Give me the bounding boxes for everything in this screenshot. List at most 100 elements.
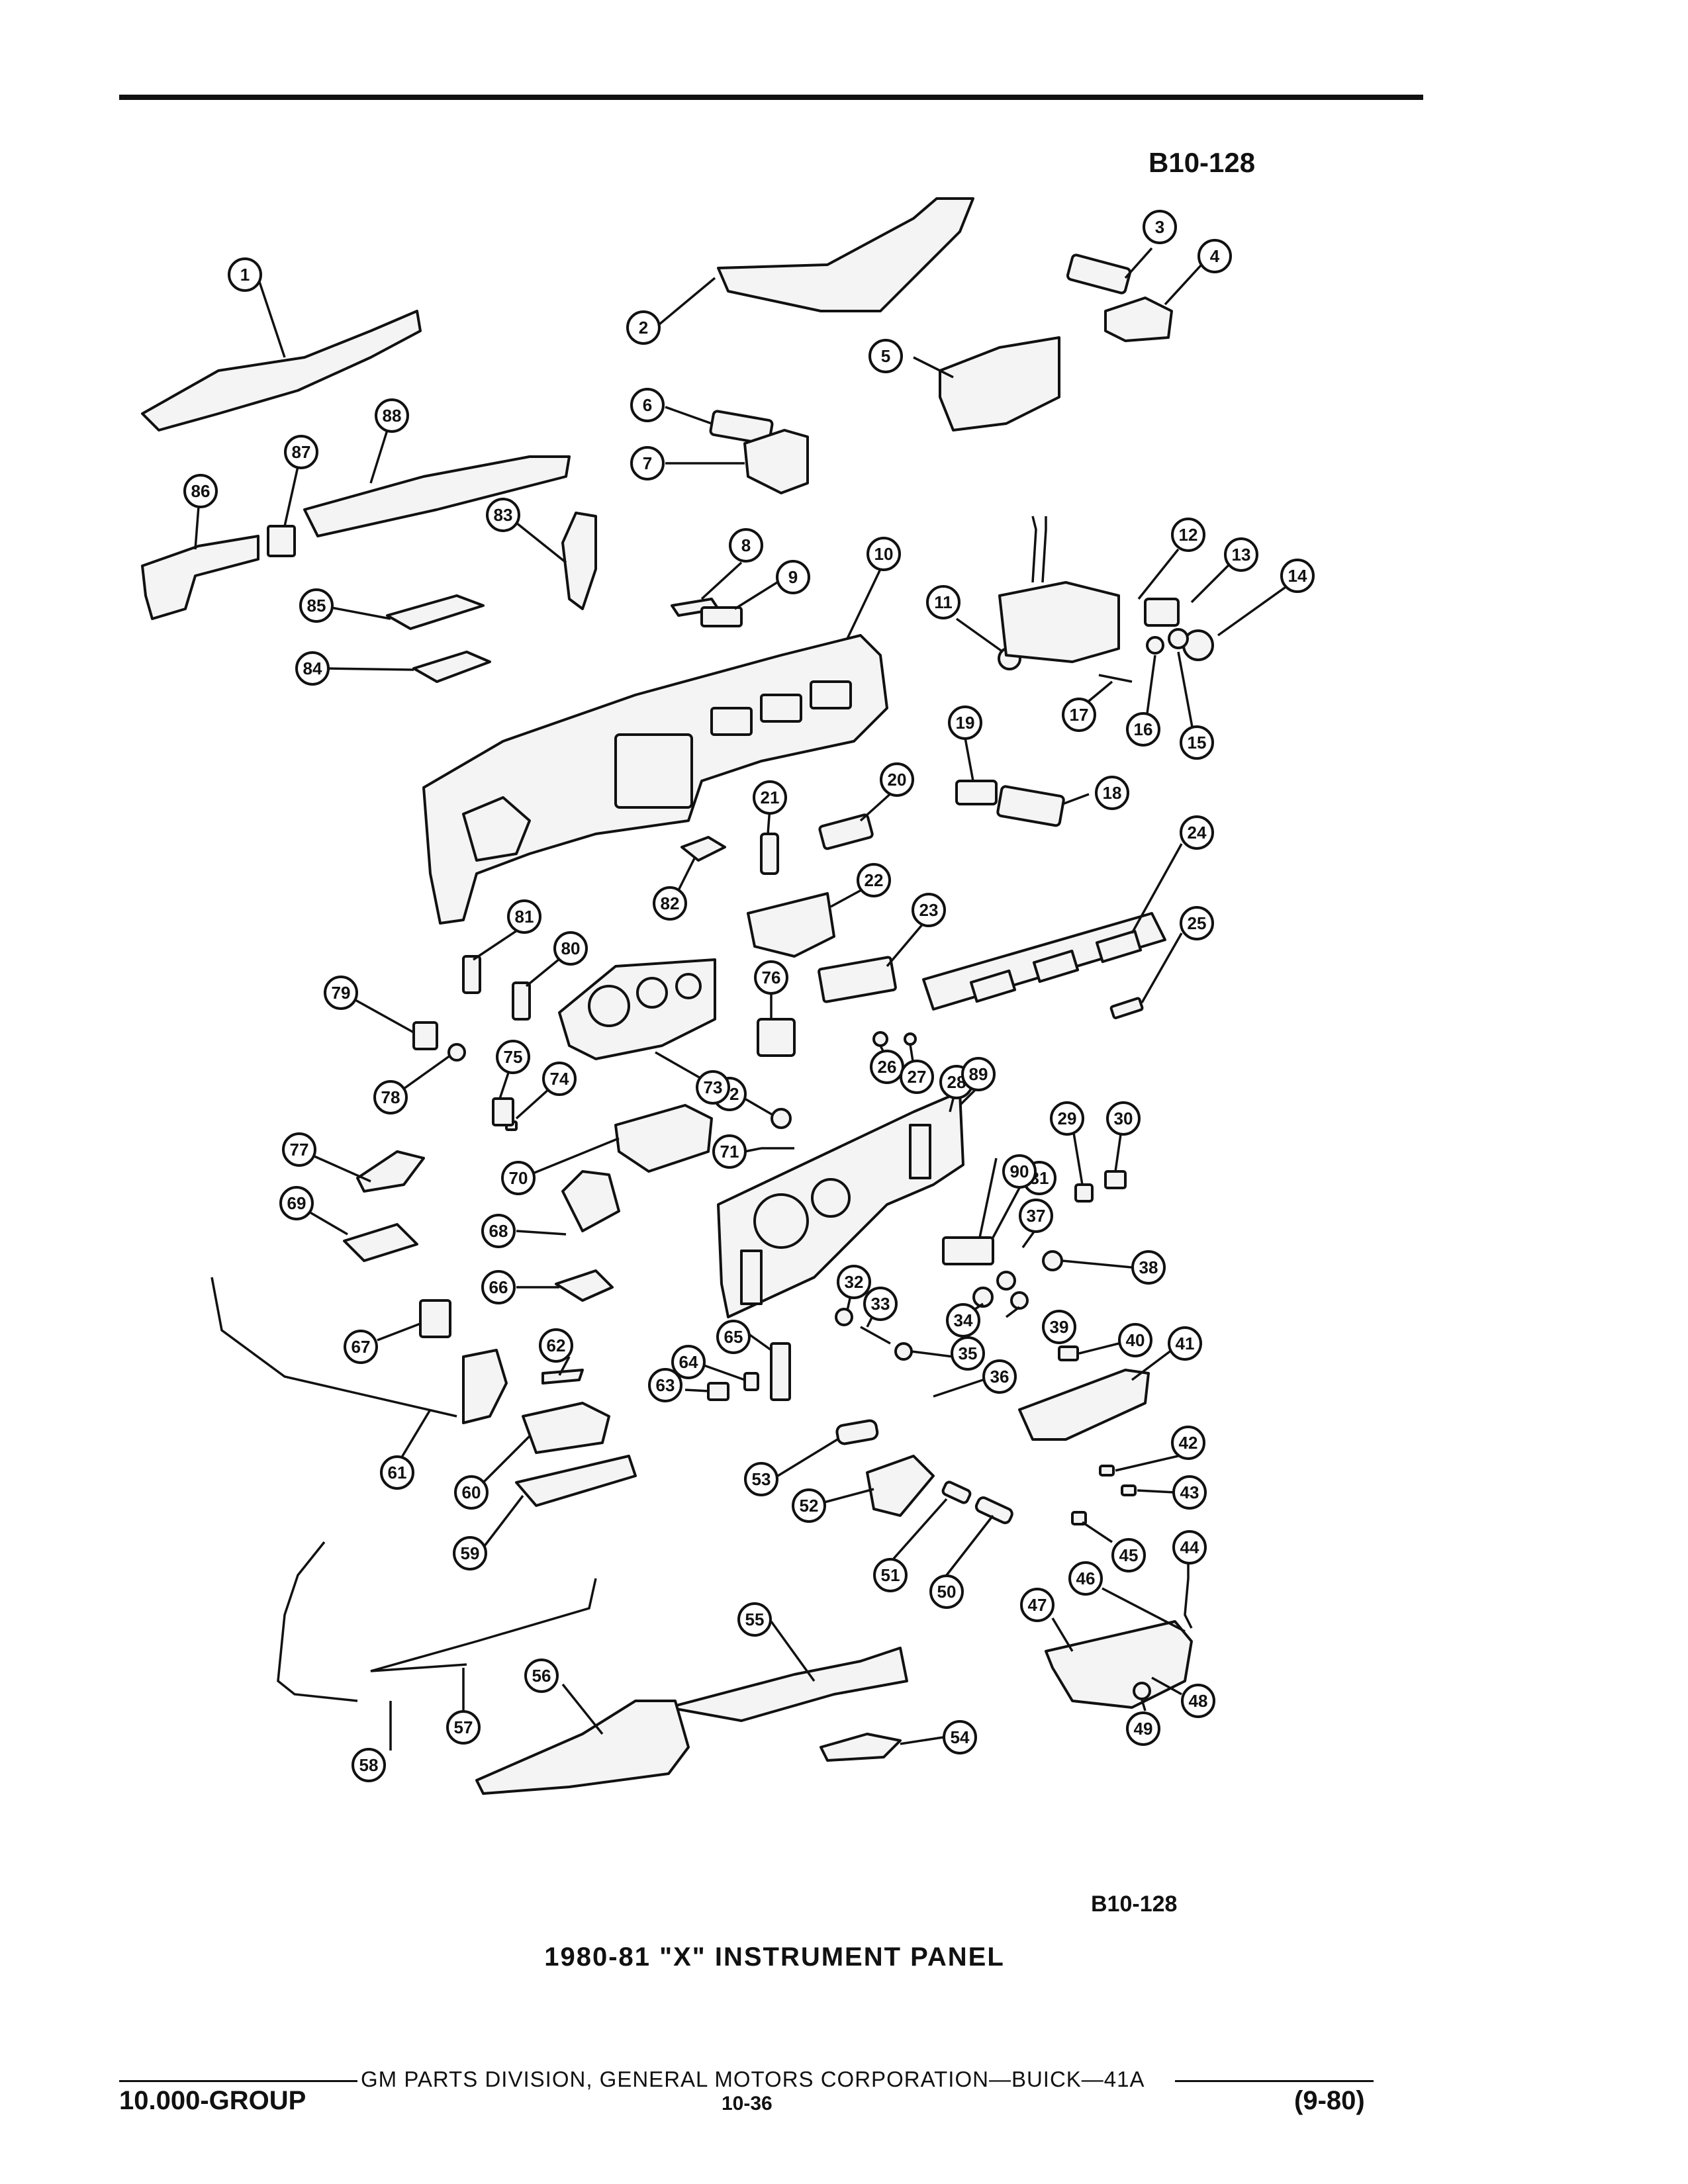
callout-labels: 1 2 3 4 5 6 7 8 9 10 11 12 13 14 15 16 1… bbox=[183, 210, 1315, 1782]
svg-text:35: 35 bbox=[959, 1343, 978, 1363]
svg-text:74: 74 bbox=[550, 1069, 569, 1089]
svg-text:21: 21 bbox=[761, 788, 780, 807]
callout-10: 10 bbox=[867, 537, 901, 571]
callout-85: 85 bbox=[299, 588, 334, 623]
callout-64: 64 bbox=[671, 1345, 706, 1379]
callout-14: 14 bbox=[1280, 559, 1315, 593]
figure-caption-text: 1980-81 "X" INSTRUMENT PANEL bbox=[544, 1942, 1005, 1972]
callout-3: 3 bbox=[1143, 210, 1177, 244]
svg-text:17: 17 bbox=[1070, 705, 1089, 725]
svg-text:22: 22 bbox=[865, 870, 884, 890]
svg-text:47: 47 bbox=[1028, 1595, 1047, 1615]
page-number: 10-36 bbox=[722, 2093, 773, 2115]
callout-82: 82 bbox=[653, 886, 687, 921]
svg-text:27: 27 bbox=[908, 1067, 927, 1087]
svg-text:77: 77 bbox=[290, 1140, 309, 1160]
svg-text:66: 66 bbox=[489, 1277, 508, 1297]
callout-60: 60 bbox=[454, 1475, 489, 1510]
svg-text:78: 78 bbox=[381, 1087, 400, 1107]
callout-44: 44 bbox=[1172, 1530, 1207, 1565]
callout-70: 70 bbox=[501, 1161, 536, 1195]
callout-25: 25 bbox=[1180, 906, 1214, 940]
svg-text:56: 56 bbox=[532, 1666, 551, 1686]
callout-38: 38 bbox=[1131, 1250, 1166, 1285]
svg-text:63: 63 bbox=[656, 1375, 675, 1395]
callout-84: 84 bbox=[295, 651, 330, 686]
part-outlines bbox=[141, 197, 1214, 1795]
callout-33: 33 bbox=[863, 1287, 898, 1321]
svg-text:19: 19 bbox=[956, 713, 975, 733]
callout-83: 83 bbox=[486, 498, 520, 532]
callout-59: 59 bbox=[453, 1536, 487, 1570]
svg-text:82: 82 bbox=[661, 893, 680, 913]
callout-35: 35 bbox=[951, 1336, 985, 1371]
figure-caption: 1980-81 "X" INSTRUMENT PANEL bbox=[0, 1942, 1688, 1972]
svg-text:13: 13 bbox=[1232, 545, 1251, 565]
callout-80: 80 bbox=[553, 931, 588, 966]
callout-73: 73 bbox=[696, 1070, 730, 1105]
svg-text:49: 49 bbox=[1134, 1719, 1153, 1739]
callout-43: 43 bbox=[1172, 1475, 1207, 1510]
callout-26: 26 bbox=[870, 1050, 904, 1084]
callout-90: 90 bbox=[1002, 1154, 1037, 1189]
figure-code-top: B10-128 bbox=[1149, 147, 1256, 178]
figure-code-bottom: B10-128 bbox=[1091, 1891, 1178, 1917]
svg-text:84: 84 bbox=[303, 659, 322, 678]
svg-text:57: 57 bbox=[454, 1717, 473, 1737]
svg-text:4: 4 bbox=[1210, 246, 1220, 266]
svg-text:42: 42 bbox=[1179, 1433, 1198, 1453]
callout-12: 12 bbox=[1171, 518, 1205, 552]
callout-36: 36 bbox=[982, 1359, 1017, 1394]
callout-49: 49 bbox=[1126, 1711, 1160, 1746]
svg-text:89: 89 bbox=[969, 1064, 988, 1084]
callout-7: 7 bbox=[630, 446, 665, 480]
svg-text:55: 55 bbox=[745, 1610, 765, 1629]
svg-text:69: 69 bbox=[287, 1193, 306, 1213]
svg-text:33: 33 bbox=[871, 1294, 890, 1314]
callout-40: 40 bbox=[1118, 1323, 1152, 1357]
callout-34: 34 bbox=[946, 1303, 980, 1338]
svg-text:30: 30 bbox=[1114, 1109, 1133, 1128]
callout-51: 51 bbox=[873, 1558, 908, 1592]
svg-text:34: 34 bbox=[954, 1310, 973, 1330]
svg-text:48: 48 bbox=[1189, 1691, 1208, 1711]
svg-text:36: 36 bbox=[990, 1367, 1009, 1387]
callout-86: 86 bbox=[183, 474, 218, 508]
callout-18: 18 bbox=[1095, 776, 1129, 810]
callout-77: 77 bbox=[282, 1132, 316, 1167]
footer-publisher: GM PARTS DIVISION, GENERAL MOTORS CORPOR… bbox=[361, 2067, 1145, 2091]
svg-text:15: 15 bbox=[1188, 733, 1207, 752]
svg-text:24: 24 bbox=[1188, 823, 1207, 842]
callout-8: 8 bbox=[729, 528, 763, 563]
svg-text:61: 61 bbox=[388, 1463, 407, 1482]
svg-text:58: 58 bbox=[359, 1755, 379, 1775]
svg-text:1: 1 bbox=[240, 265, 250, 285]
callout-41: 41 bbox=[1168, 1326, 1202, 1361]
svg-text:18: 18 bbox=[1103, 783, 1122, 803]
svg-text:29: 29 bbox=[1058, 1109, 1077, 1128]
svg-text:9: 9 bbox=[788, 567, 798, 587]
svg-text:62: 62 bbox=[547, 1336, 566, 1355]
svg-text:45: 45 bbox=[1119, 1545, 1139, 1565]
callout-46: 46 bbox=[1068, 1561, 1103, 1596]
callout-48: 48 bbox=[1181, 1684, 1215, 1718]
svg-text:81: 81 bbox=[515, 907, 534, 927]
svg-text:10: 10 bbox=[874, 544, 894, 564]
callout-32: 32 bbox=[837, 1265, 871, 1299]
callout-89: 89 bbox=[961, 1057, 996, 1091]
svg-text:54: 54 bbox=[951, 1727, 970, 1747]
svg-text:12: 12 bbox=[1179, 525, 1198, 545]
svg-text:38: 38 bbox=[1139, 1257, 1158, 1277]
callout-16: 16 bbox=[1126, 712, 1160, 747]
svg-text:50: 50 bbox=[937, 1582, 957, 1602]
callout-27: 27 bbox=[900, 1060, 934, 1094]
callout-74: 74 bbox=[542, 1062, 577, 1096]
svg-text:52: 52 bbox=[800, 1496, 819, 1516]
svg-text:32: 32 bbox=[845, 1272, 864, 1292]
svg-text:68: 68 bbox=[489, 1221, 508, 1241]
edition-date: (9-80) bbox=[1294, 2086, 1365, 2115]
callout-2: 2 bbox=[626, 310, 661, 345]
svg-text:60: 60 bbox=[462, 1482, 481, 1502]
svg-text:25: 25 bbox=[1188, 913, 1207, 933]
